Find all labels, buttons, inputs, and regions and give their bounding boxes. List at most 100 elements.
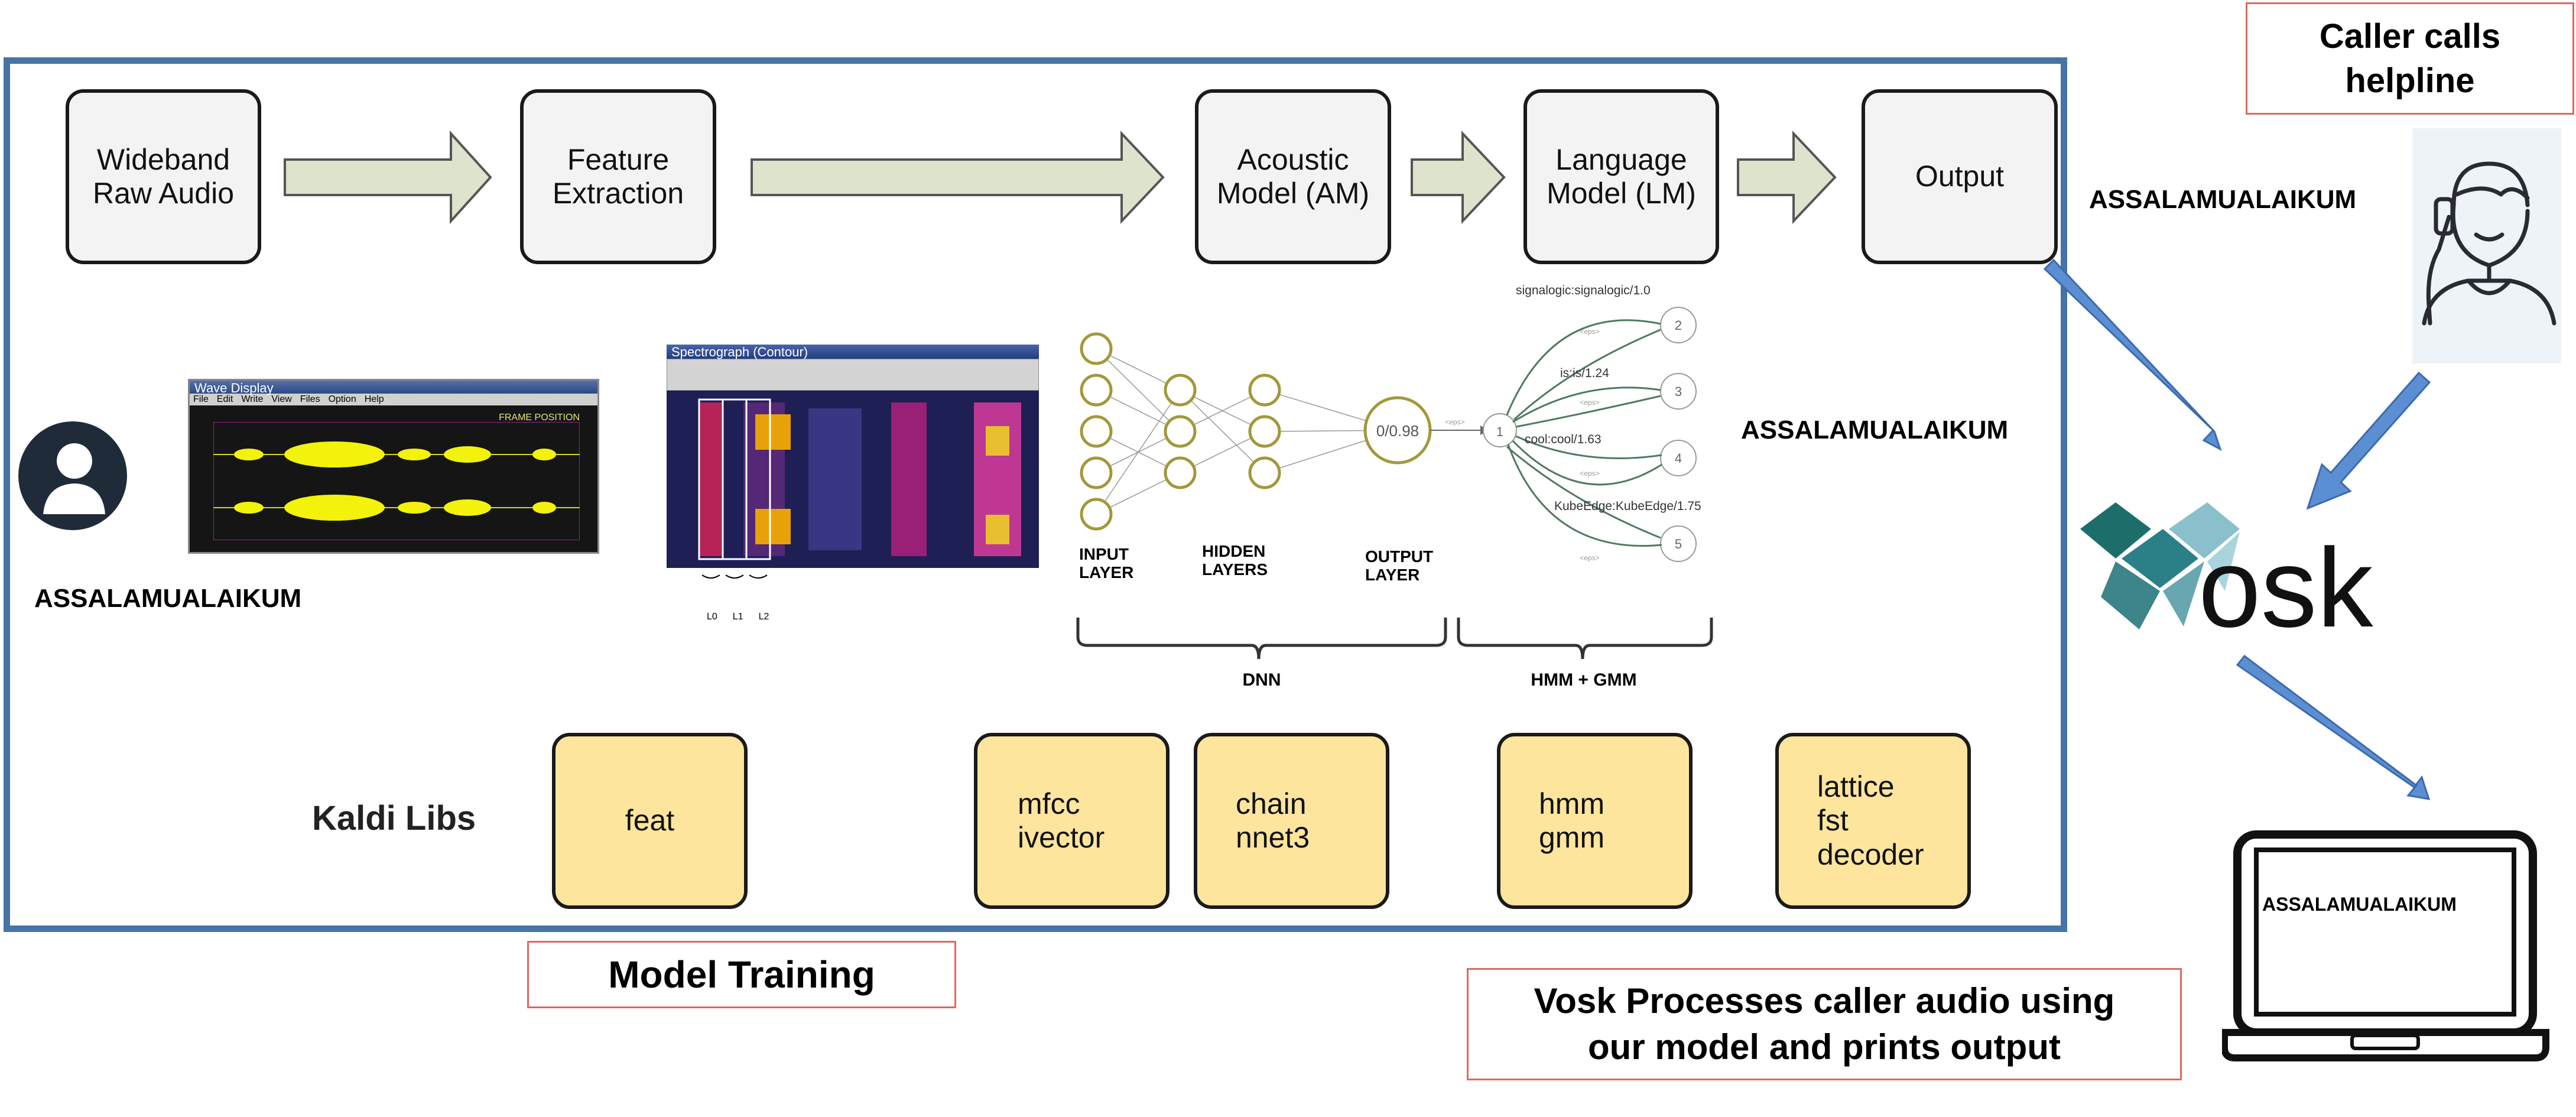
spectrogram-time-labels: L0 L1 L2 [707, 612, 769, 622]
dnn-hidden-node [1164, 415, 1197, 448]
fst-state-label: 5 [1675, 537, 1682, 551]
stage-raw-audio: Wideband Raw Audio [66, 89, 261, 264]
spectrogram-toolbar [667, 359, 1039, 391]
logo-facet [2101, 561, 2160, 629]
fst-state [1660, 307, 1697, 343]
fst-arc-label: is:is/1.24 [1560, 366, 1609, 380]
dnn-input-node [1080, 415, 1113, 448]
pipeline-arrow [1411, 130, 1506, 225]
utterance-model-output: ASSALAMUALAIKUM [1741, 415, 2009, 444]
dnn-input-node [1080, 498, 1113, 531]
dnn-edge [1180, 389, 1265, 473]
waveform-plot [213, 422, 580, 540]
pipeline-arrows [284, 130, 1837, 225]
dnn-hidden-node [1248, 456, 1281, 489]
dnn-input-node [1080, 332, 1113, 365]
frame-position-label: FRAME POSITION [499, 413, 580, 423]
pipeline-arrow [751, 130, 1165, 225]
eps-label: <eps> [1580, 327, 1599, 336]
dnn-hidden-node [1164, 374, 1197, 407]
input-layer-label: INPUT LAYER [1079, 545, 1134, 582]
menu-item: Option [328, 394, 356, 404]
waveform-window: Wave Display File Edit Write View Files … [188, 379, 599, 554]
fst-state-label: 1 [1496, 424, 1503, 439]
arrow-caller-to-vosk [2306, 371, 2431, 510]
dnn-hidden-node [1248, 415, 1281, 448]
logo-facet [2080, 502, 2151, 558]
dnn-fst-diagram: 0/0.98 <eps> 1 2 3 4 5 signalogic:signal… [1076, 284, 1713, 690]
fst-state-label: 3 [1675, 384, 1682, 399]
stage-output: Output [1862, 89, 2058, 264]
fst-state-label: 2 [1675, 318, 1682, 333]
logo-facet [2169, 502, 2240, 558]
lib-hmm-gmm: hmm gmm [1497, 733, 1693, 909]
dnn-input-node [1080, 456, 1113, 489]
kaldi-libs-title: Kaldi Libs [312, 799, 476, 837]
arrow-vosk-to-laptop [2236, 654, 2431, 800]
menu-item: Write [241, 394, 264, 404]
menu-item: File [193, 394, 209, 404]
hmm-gmm-brace-label: HMM + GMM [1531, 670, 1636, 690]
dnn-input-node [1080, 374, 1113, 407]
flow-arrows [2043, 258, 2431, 800]
time-label: L1 [732, 612, 743, 622]
laptop-screen-text: ASSALAMUALAIKUM [2262, 894, 2457, 915]
waveform-menu: File Edit Write View Files Option Help [190, 394, 597, 405]
utterance-caller-right: ASSALAMUALAIKUM [2089, 185, 2357, 214]
fst-arc-label: cool:cool/1.63 [1525, 433, 1602, 446]
lib-lattice-fst-decoder: lattice fst decoder [1775, 733, 1971, 909]
laptop-icon [2222, 830, 2549, 1061]
caller-phone-figure [2412, 128, 2561, 363]
stage-acoustic-model: Acoustic Model (AM) [1195, 89, 1391, 264]
logo-facet [2122, 529, 2198, 588]
eps-label: <eps> [1580, 398, 1599, 407]
output-layer-label: OUTPUT LAYER [1365, 547, 1434, 584]
dnn-edge [1096, 389, 1181, 515]
hidden-layers-label: HIDDEN LAYERS [1202, 542, 1268, 579]
eps-label: <eps> [1580, 554, 1599, 562]
dnn-hidden-node [1248, 374, 1281, 407]
dnn-hidden-node [1164, 456, 1197, 489]
dnn-brace-label: DNN [1243, 670, 1281, 690]
waveform-title: Wave Display [190, 381, 597, 395]
dnn-edge [1096, 348, 1181, 432]
fst-state [1660, 525, 1697, 562]
stage-language-model: Language Model (LM) [1523, 89, 1719, 264]
logo-facet [2207, 532, 2240, 591]
utterance-caller: ASSALAMUALAIKUM [34, 584, 302, 613]
dnn-brace [1076, 618, 1447, 660]
lib-feat: feat [552, 733, 748, 909]
fst-arc-label: signalogic:signalogic/1.0 [1516, 284, 1651, 297]
pipeline-arrow [1737, 130, 1837, 225]
menu-item: Help [364, 394, 384, 404]
vosk-logo-text: osk [2198, 525, 2374, 638]
pipeline-arrow [284, 130, 492, 225]
lib-chain-nnet3: chain nnet3 [1194, 733, 1389, 909]
fst-state-label: 4 [1675, 451, 1682, 466]
vosk-logo: osk [2080, 502, 2374, 638]
eps-label: <eps> [1445, 418, 1464, 426]
model-training-caption: Model Training [527, 941, 956, 1008]
arrow-output-to-vosk [2043, 258, 2222, 452]
fst-state [1660, 373, 1697, 410]
spectrogram-title: Spectrograph (Contour) [667, 345, 1039, 359]
output-node-label: 0/0.98 [1376, 422, 1419, 440]
spectrogram-plot [667, 391, 1039, 579]
time-label: L0 [707, 612, 717, 622]
menu-item: Files [300, 394, 320, 404]
fst-arc-label: KubeEdge:KubeEdge/1.75 [1554, 499, 1701, 513]
caller-calls-caption: Caller calls helpline [2246, 2, 2574, 115]
hmm-brace [1457, 618, 1713, 660]
lib-mfcc-ivector: mfcc ivector [974, 733, 1170, 909]
menu-item: View [271, 394, 292, 404]
spectrogram-window: Spectrograph (Contour) L0 L1 L2 [667, 345, 1039, 622]
vosk-processes-caption: Vosk Processes caller audio using our mo… [1467, 968, 2182, 1080]
time-label: L2 [758, 612, 769, 622]
fst-state [1483, 413, 1517, 447]
model-training-frame [4, 57, 2067, 932]
logo-facet [2163, 561, 2204, 626]
eps-label: <eps> [1580, 469, 1599, 478]
caller-headset-icon [18, 421, 127, 530]
stage-feature-extraction: Feature Extraction [520, 89, 716, 264]
fst-state [1660, 440, 1697, 476]
